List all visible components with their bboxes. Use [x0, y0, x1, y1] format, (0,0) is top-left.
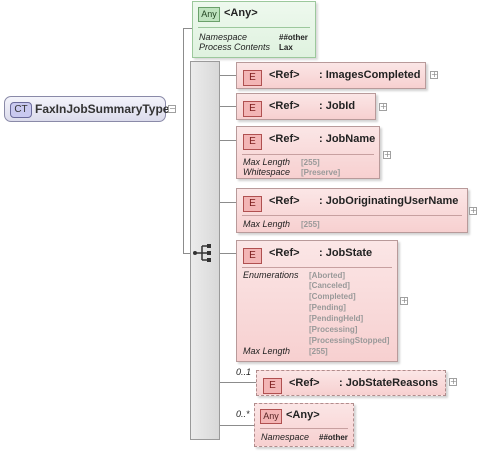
connector-to-sequence	[183, 253, 190, 254]
expand-toggle-job-id[interactable]: +	[379, 102, 387, 111]
element-name: : JobOriginatingUserName	[319, 195, 459, 207]
max-length-label: Max Length	[243, 346, 291, 356]
connector-trunk	[183, 28, 184, 254]
element-name: : JobState	[319, 247, 373, 259]
branch-job-name	[220, 140, 236, 141]
divider	[242, 154, 374, 155]
element-name: : ImagesCompleted	[319, 69, 421, 81]
whitespace-value: [Preserve]	[301, 168, 341, 177]
branch-job-originating-user	[220, 202, 236, 203]
branch-job-id	[220, 106, 236, 107]
element-badge: E	[243, 134, 262, 150]
expand-toggle-job-state-reasons[interactable]: +	[449, 377, 457, 386]
enum-value: [Canceled]	[309, 281, 350, 290]
any-wildcard-top[interactable]: Any <Any> Namespace ##other Process Cont…	[192, 1, 316, 58]
max-length-value: [255]	[301, 220, 320, 229]
max-length-value: [255]	[301, 158, 320, 167]
element-job-originating-user-name[interactable]: E <Ref> : JobOriginatingUserName Max Len…	[236, 188, 468, 233]
expand-toggle-job-originating-user-name[interactable]: +	[469, 206, 477, 215]
branch-job-state-reasons	[220, 382, 256, 383]
complex-type-box[interactable]: CT FaxInJobSummaryType	[4, 96, 170, 122]
branch-any-bottom	[220, 425, 254, 426]
element-job-state[interactable]: E <Ref> : JobState Enumerations [Aborted…	[236, 240, 398, 362]
element-job-id[interactable]: E <Ref> : JobId	[236, 93, 376, 120]
divider	[260, 428, 348, 429]
element-name: : JobStateReasons	[339, 377, 439, 389]
process-contents-value: Lax	[279, 43, 293, 52]
enum-value: [PendingHeld]	[309, 314, 364, 323]
complex-type-badge: CT	[10, 102, 32, 118]
sequence-icon	[193, 244, 211, 262]
element-job-name[interactable]: E <Ref> : JobName Max Length [255] White…	[236, 126, 380, 179]
namespace-value: ##other	[279, 33, 308, 42]
max-length-value: [255]	[309, 347, 328, 356]
whitespace-label: Whitespace	[243, 167, 291, 177]
enumerations-label: Enumerations	[243, 270, 299, 280]
enum-value: [Completed]	[309, 292, 356, 301]
enum-value: [ProcessingStopped]	[309, 336, 390, 345]
element-images-completed[interactable]: E <Ref> : ImagesCompleted	[236, 62, 426, 89]
connector-to-any-top	[183, 28, 192, 29]
complex-type-collapse-toggle[interactable]: −	[168, 104, 176, 113]
divider	[198, 27, 310, 28]
any-badge: Any	[198, 7, 220, 22]
element-badge: E	[243, 248, 262, 264]
element-name: : JobName	[319, 133, 376, 145]
sequence-compositor[interactable]	[190, 61, 220, 440]
element-badge: E	[243, 196, 262, 212]
cardinality-any-bottom: 0..*	[236, 409, 250, 419]
ref-label: <Ref>	[289, 377, 320, 389]
enum-value: [Aborted]	[309, 271, 345, 280]
element-badge: E	[243, 70, 262, 86]
ref-label: <Ref>	[269, 195, 300, 207]
expand-toggle-images-completed[interactable]: +	[430, 70, 438, 79]
expand-toggle-job-name[interactable]: +	[383, 150, 391, 159]
element-badge: E	[243, 101, 262, 117]
namespace-value: ##other	[319, 433, 348, 442]
ref-label: <Ref>	[269, 133, 300, 145]
max-length-label: Max Length	[243, 157, 291, 167]
any-title: <Any>	[286, 409, 320, 421]
cardinality-job-state-reasons: 0..1	[236, 367, 252, 377]
any-badge: Any	[260, 409, 282, 424]
element-badge: E	[263, 378, 282, 394]
divider	[242, 267, 392, 268]
enum-value: [Pending]	[309, 303, 346, 312]
max-length-label: Max Length	[243, 219, 291, 229]
process-contents-label: Process Contents	[199, 42, 271, 52]
any-wildcard-bottom[interactable]: Any <Any> Namespace ##other	[254, 403, 354, 447]
branch-images-completed	[220, 75, 236, 76]
namespace-label: Namespace	[199, 32, 248, 42]
ref-label: <Ref>	[269, 100, 300, 112]
namespace-label: Namespace	[261, 432, 310, 442]
ref-label: <Ref>	[269, 247, 300, 259]
enum-value: [Processing]	[309, 325, 358, 334]
branch-job-state	[220, 253, 236, 254]
element-name: : JobId	[319, 100, 356, 112]
any-title: <Any>	[224, 7, 258, 19]
divider	[242, 215, 462, 216]
element-job-state-reasons[interactable]: E <Ref> : JobStateReasons	[256, 370, 446, 396]
complex-type-name: FaxInJobSummaryType	[35, 102, 170, 116]
ref-label: <Ref>	[269, 69, 300, 81]
expand-toggle-job-state[interactable]: +	[400, 296, 408, 305]
